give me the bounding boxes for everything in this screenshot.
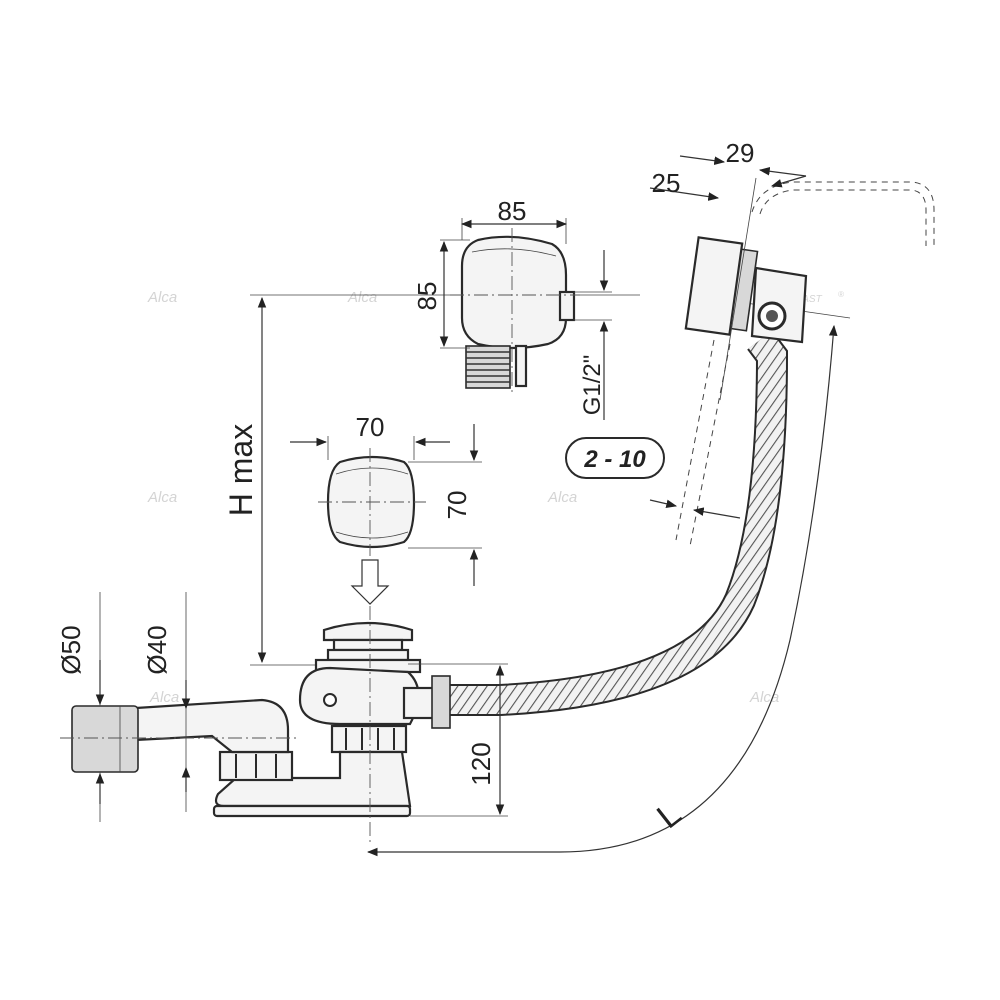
drain-body [60, 621, 451, 818]
overflow-head [450, 228, 580, 394]
pipe-25-label: 25 [652, 168, 681, 198]
watermark-brand: Alca [547, 489, 577, 506]
drain-cap [318, 448, 426, 556]
overflow-elbow [684, 236, 808, 344]
overflow-height-label: 85 [412, 282, 442, 311]
diameter-40-label: Ø40 [142, 625, 172, 674]
watermark-suffix: PLAST [790, 294, 823, 305]
length-label: L [650, 795, 688, 837]
thread-label: G1/2" [579, 355, 606, 416]
watermark-mark: ® [838, 290, 844, 299]
watermark-brand: Alca [147, 489, 177, 506]
h-max-label: H max [223, 424, 259, 516]
drain-height-label: 120 [466, 742, 496, 785]
watermark-brand: Alca [147, 289, 177, 306]
watermark-brand: Alca [347, 289, 377, 306]
bowden-cable [751, 181, 935, 246]
watermark-brand: Alca [149, 689, 179, 706]
cap-width-label: 70 [356, 412, 385, 442]
pipe-29-label: 29 [726, 138, 755, 168]
flexible-hose [440, 331, 787, 714]
insert-arrow-icon [350, 559, 390, 605]
range-label: 2 - 10 [583, 446, 646, 473]
diameter-50-label: Ø50 [56, 625, 86, 674]
overflow-width-label: 85 [498, 196, 527, 226]
length-dimension [366, 324, 838, 857]
cap-height-label: 70 [442, 491, 472, 520]
